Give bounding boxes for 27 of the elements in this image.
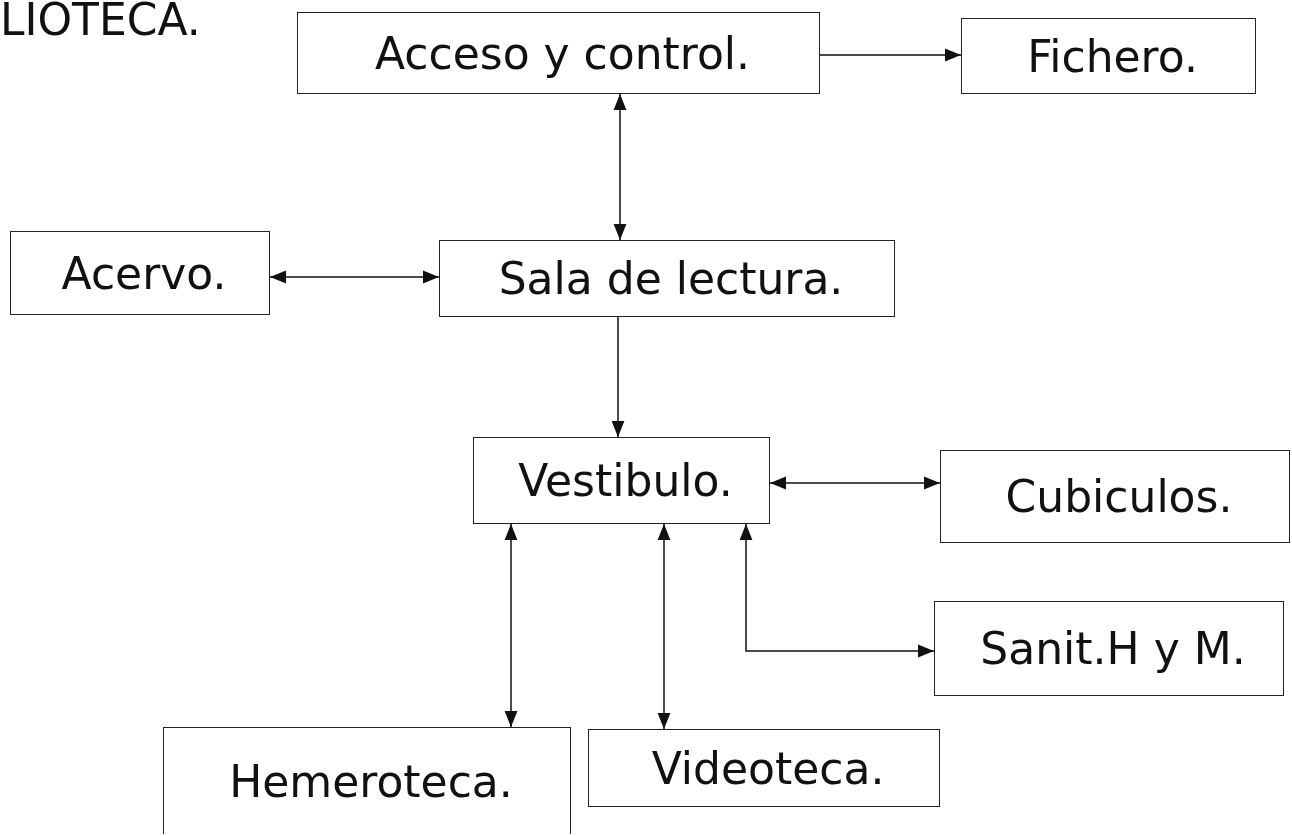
process-box xyxy=(940,450,1290,543)
process-box xyxy=(473,437,770,524)
process-box xyxy=(588,729,940,807)
process-box xyxy=(934,601,1284,696)
process-box xyxy=(439,240,895,317)
arrow xyxy=(269,270,440,284)
box-label: Cubiculos. xyxy=(1005,471,1233,522)
process-box xyxy=(297,12,820,94)
box-label: Sanit.H y M. xyxy=(980,623,1246,674)
box-label: Fichero. xyxy=(1027,30,1198,82)
box-label: Sala de lectura. xyxy=(498,253,844,304)
box-label: Videoteca. xyxy=(651,742,885,794)
box-label: Hemeroteca. xyxy=(229,755,513,807)
box-label: Acceso y control. xyxy=(374,27,751,79)
arrow xyxy=(611,316,625,438)
box-label: Acervo. xyxy=(61,247,227,299)
process-box xyxy=(10,231,270,315)
diagram-title: LIOTECA. xyxy=(0,0,201,45)
arrow xyxy=(819,48,962,62)
arrow xyxy=(739,523,935,658)
box-label: Vestibulo. xyxy=(518,455,733,506)
process-box xyxy=(163,727,571,834)
arrow xyxy=(769,476,941,490)
arrow xyxy=(504,523,518,728)
arrow xyxy=(613,93,627,241)
arrow xyxy=(657,523,671,730)
process-box xyxy=(961,18,1256,94)
